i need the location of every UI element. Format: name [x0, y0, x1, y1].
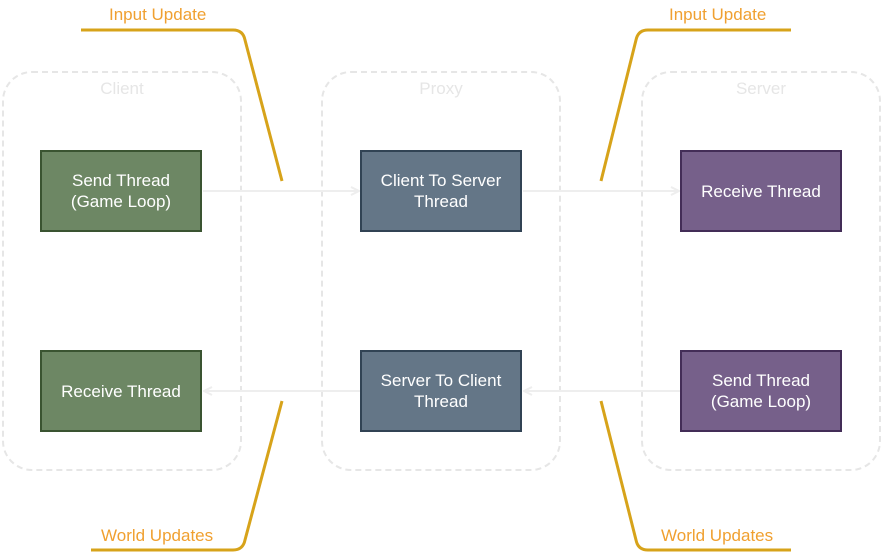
callout-line-world-right: [599, 400, 791, 552]
client-send-thread-node: Send Thread (Game Loop): [40, 150, 202, 232]
callout-input-update-right: Input Update: [669, 5, 767, 24]
callout-world-updates-right: World Updates: [661, 526, 774, 545]
server-send-thread-node: Send Thread (Game Loop): [680, 350, 842, 432]
client-group-label: Client: [100, 79, 144, 98]
callout-line-input-right: [599, 28, 791, 182]
server-group-label: Server: [735, 79, 787, 98]
callout-line-world-left: [91, 400, 284, 552]
callout-input-update-left: Input Update: [109, 5, 207, 24]
callout-line-input-left: [81, 28, 284, 182]
proxy-server-to-client-node: Server To Client Thread: [360, 350, 522, 432]
callout-world-updates-left: World Updates: [101, 526, 214, 545]
proxy-client-to-server-node: Client To Server Thread: [360, 150, 522, 232]
client-receive-thread-node: Receive Thread: [40, 350, 202, 432]
proxy-group: Proxy: [321, 71, 561, 471]
client-group: Client: [2, 71, 242, 471]
server-receive-thread-node: Receive Thread: [680, 150, 842, 232]
proxy-group-label: Proxy: [419, 79, 463, 98]
server-group: Server: [641, 71, 881, 471]
